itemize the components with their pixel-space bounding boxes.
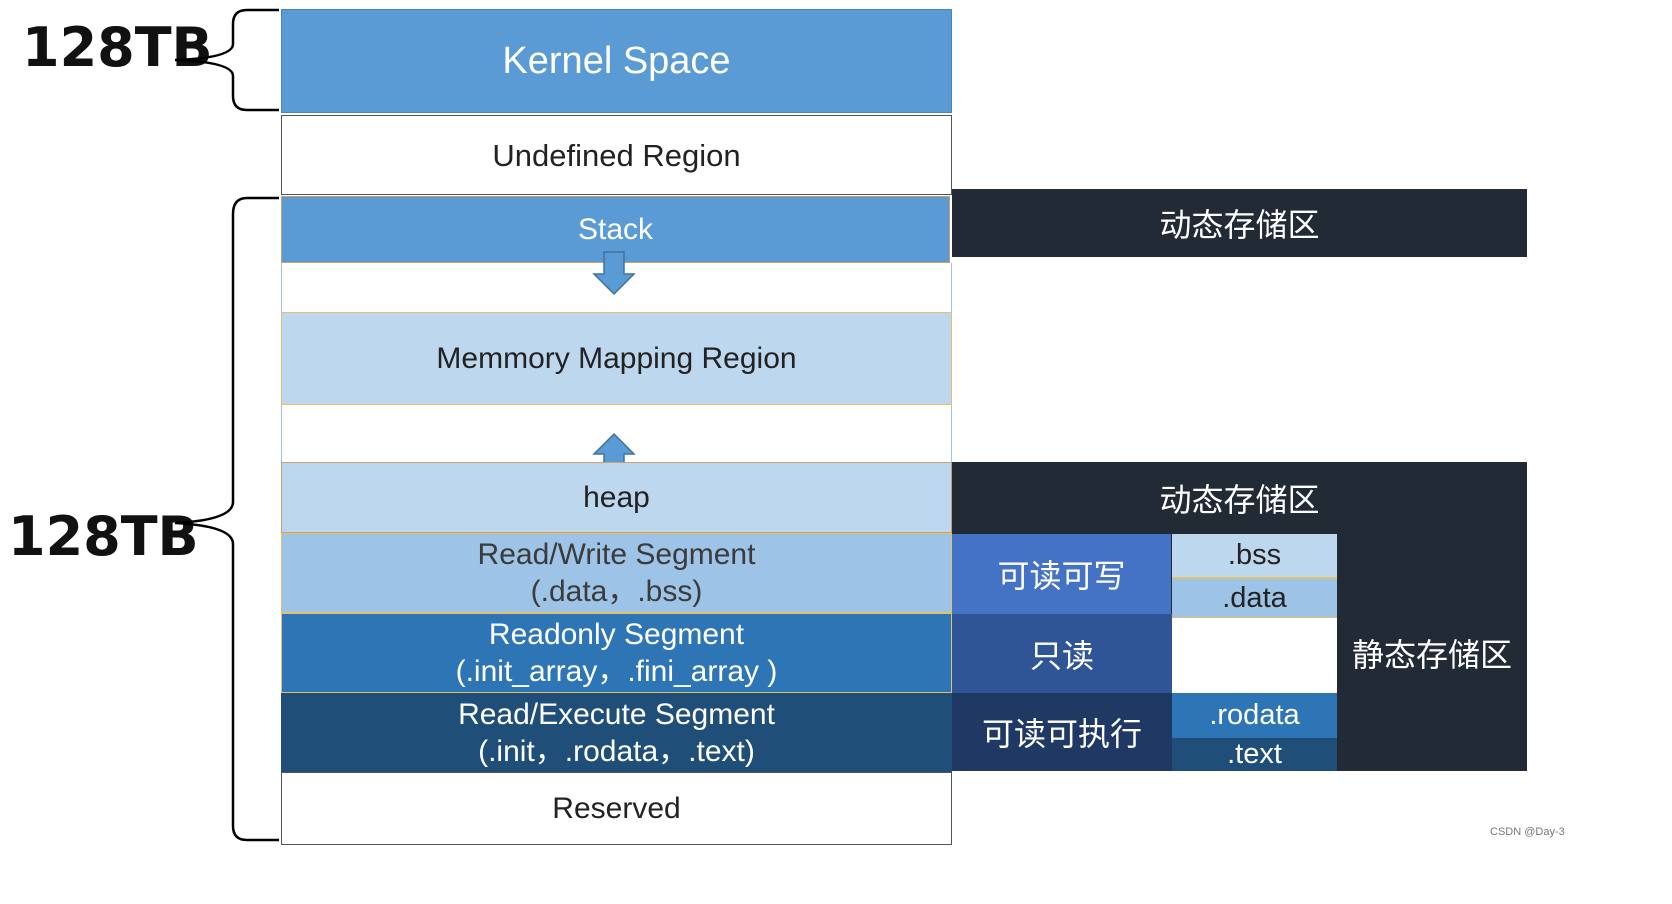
heap-gap [281,405,952,462]
read-write-label: Read/Write Segment [477,538,756,571]
undefined-region: Undefined Region [281,115,952,195]
kernel-space: Kernel Space [281,9,952,113]
section-text: .text [1172,738,1337,771]
kernel-space-label: Kernel Space [502,39,731,82]
perm-read-execute-label: 可读可执行 [981,715,1142,753]
arrow-down-icon [592,251,636,296]
dynamic-storage-heap: 动态存储区 [952,462,1527,534]
static-storage-label: 静态存储区 [1351,635,1512,674]
brace-user [174,196,279,842]
reserved-segment: Reserved [281,772,952,845]
readonly-sections: (.init_array，.fini_array ) [455,655,778,688]
section-rodata: .rodata [1172,693,1337,738]
kernel-size-label: 128TB [22,16,213,79]
watermark: CSDN @Day-3 [1490,826,1565,838]
readonly-segment: Readonly Segment (.init_array，.fini_arra… [281,613,952,693]
section-rodata-label: .rodata [1209,699,1300,731]
reserved-label: Reserved [552,792,681,825]
section-data: .data [1172,579,1337,617]
section-text-label: .text [1227,738,1282,770]
readonly-label: Readonly Segment [488,618,745,651]
user-size-label: 128TB [8,505,199,568]
read-execute-segment: Read/Execute Segment (.init，.rodata，.tex… [281,693,952,772]
perm-readonly: 只读 [952,614,1172,693]
read-write-sections: (.data，.bss) [530,575,703,608]
perm-read-write-label: 可读可写 [997,557,1126,595]
perm-read-write: 可读可写 [952,534,1172,614]
dynamic-storage-stack: 动态存储区 [952,189,1527,257]
stack-label: Stack [577,213,654,246]
read-execute-label: Read/Execute Segment [458,697,775,731]
read-execute-sections: (.init，.rodata，.text) [478,734,755,768]
section-data-label: .data [1222,581,1287,614]
perm-readonly-label: 只读 [1029,636,1094,675]
static-storage: 静态存储区 [1337,534,1527,771]
dynamic-storage-heap-label: 动态存储区 [1159,481,1320,519]
undefined-region-label: Undefined Region [492,137,741,173]
stack-gap [281,263,952,312]
memory-mapping-region: Memmory Mapping Region [281,312,952,405]
section-empty [1172,617,1337,693]
perm-read-execute: 可读可执行 [952,693,1172,771]
section-bss: .bss [1172,534,1337,579]
memory-mapping-label: Memmory Mapping Region [436,342,797,375]
section-bss-label: .bss [1227,539,1282,571]
heap-segment: heap [281,462,952,533]
heap-label: heap [583,481,650,514]
brace-kernel [174,8,279,112]
read-write-segment: Read/Write Segment (.data，.bss) [281,533,952,613]
dynamic-storage-stack-label: 动态存储区 [1159,206,1320,244]
